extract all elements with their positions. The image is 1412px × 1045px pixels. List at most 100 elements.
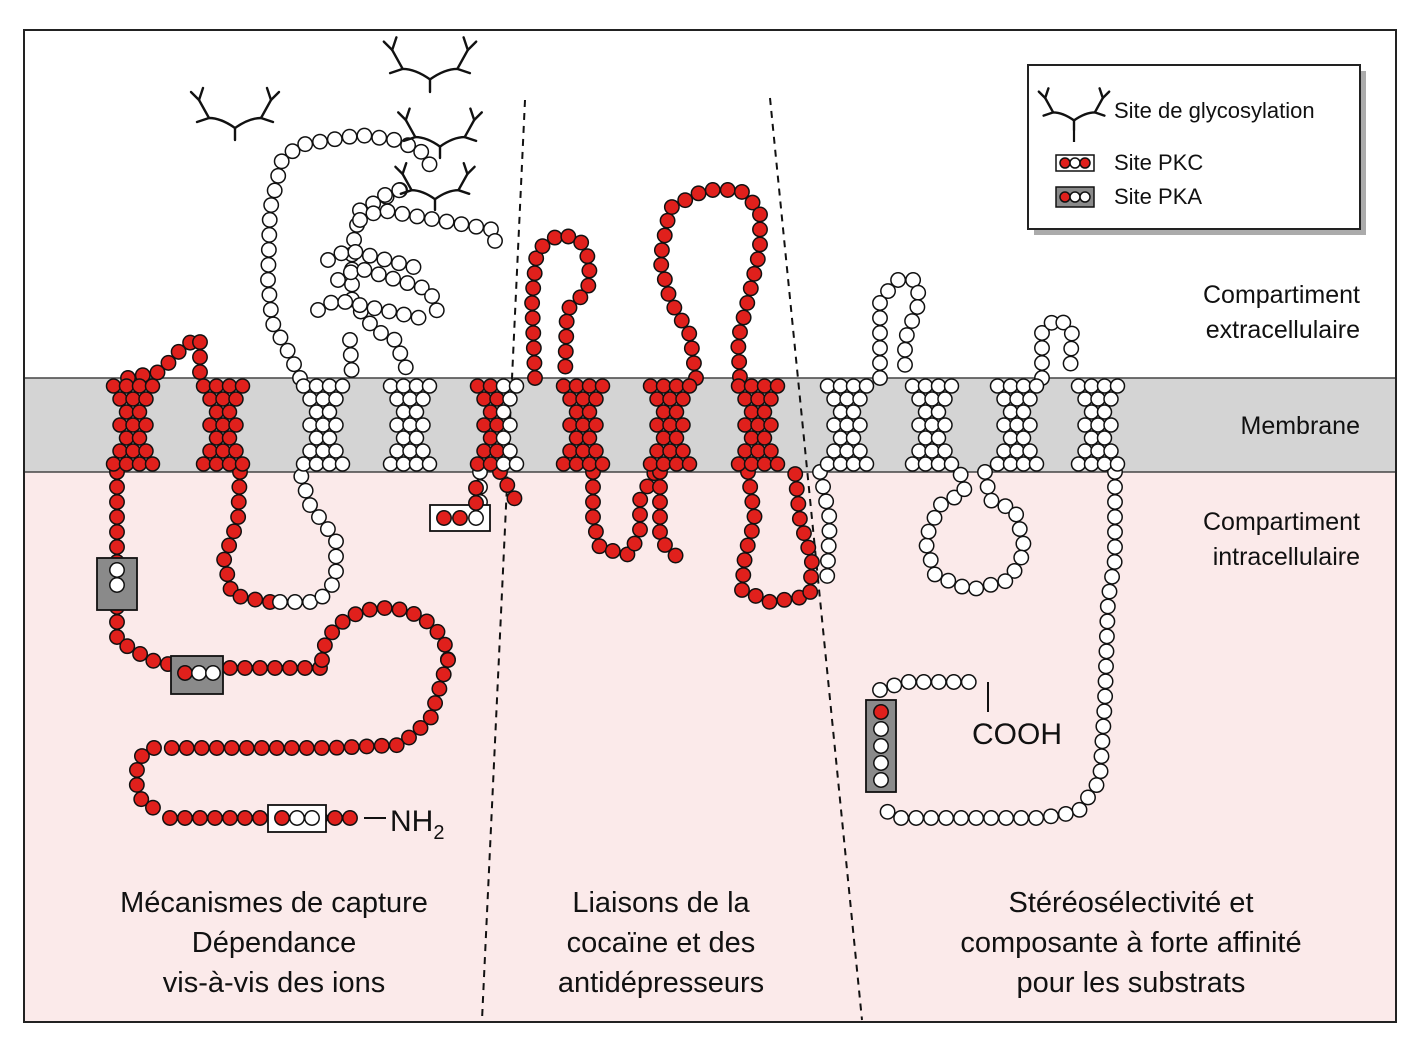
residue [202,443,218,459]
residue [558,328,575,345]
residue [1009,443,1025,459]
residue [260,256,277,273]
residue [820,537,837,554]
residue [286,356,302,373]
residue [989,456,1006,472]
residue [323,294,340,311]
residue [386,131,403,148]
residue [138,443,154,459]
residue [452,510,468,526]
residue [681,378,698,394]
residue [655,404,672,420]
residue [337,294,354,310]
residue [1034,325,1050,341]
residue [900,674,917,690]
residue [386,331,403,348]
residue [1015,430,1032,446]
pkc-site-icon [1055,154,1095,172]
residue [144,378,161,394]
c-terminus-label: COOH [972,718,1062,751]
residue [945,674,962,690]
residue [489,443,505,459]
residue [946,489,963,506]
transmembrane-helices [105,378,1126,472]
residue [1077,417,1093,433]
residue [109,479,125,495]
residue [743,456,760,472]
residue [440,652,456,668]
intracellular-label-line1: Compartiment [1203,508,1360,536]
residue [1096,430,1113,446]
residue [324,624,341,641]
residue [526,355,543,371]
residue [743,430,760,446]
residue [408,378,425,394]
residue [924,391,940,407]
residue [502,443,518,459]
residue [389,391,405,407]
residue [216,551,233,568]
residue [930,456,947,472]
residue [302,417,318,433]
residue [215,391,231,407]
residue [221,378,238,394]
residue [146,740,162,756]
residue [495,456,512,472]
residue [937,417,953,433]
residue [1096,404,1113,420]
residue [316,637,333,654]
residue [415,391,431,407]
residue [826,443,842,459]
residue [228,391,244,407]
residue [1013,810,1030,826]
residue [228,417,244,433]
residue [761,593,778,610]
svg-text:Mécanismes de capture: Mécanismes de capture [120,887,428,919]
residue [343,739,360,756]
residue [763,443,779,459]
residue [938,810,955,826]
residue [776,591,793,608]
residue [423,211,440,227]
residue [412,719,429,736]
residue [202,391,218,407]
residue [1070,378,1087,394]
residue [297,136,314,153]
residue [750,391,766,407]
residue [880,283,896,300]
residue [737,417,753,433]
residue [295,456,312,472]
divider-right [769,97,863,1021]
residue [996,417,1012,433]
residue [402,391,418,407]
residue [1002,430,1019,446]
residue [392,345,409,362]
residue [424,288,440,305]
residue [119,638,136,655]
residue [262,301,279,318]
residue [736,552,753,569]
residue [1107,479,1123,495]
residue [1083,378,1100,394]
residue [791,510,808,527]
residue [1080,789,1096,806]
residue [351,297,368,314]
svg-text:composante à forte affinité: composante à forte affinité [960,927,1301,959]
residue [310,302,326,318]
residue [756,430,773,446]
residue [632,521,648,538]
residue [205,665,221,681]
residue [284,143,301,160]
residue [756,404,773,420]
residue [1002,456,1019,472]
residue [733,183,750,200]
residue [482,456,499,472]
residue [683,340,700,357]
residue [677,192,694,209]
residue [821,508,838,525]
residue [1107,494,1123,510]
residue [297,482,314,499]
residue [390,255,407,272]
residue [361,315,378,332]
residue [594,456,611,472]
